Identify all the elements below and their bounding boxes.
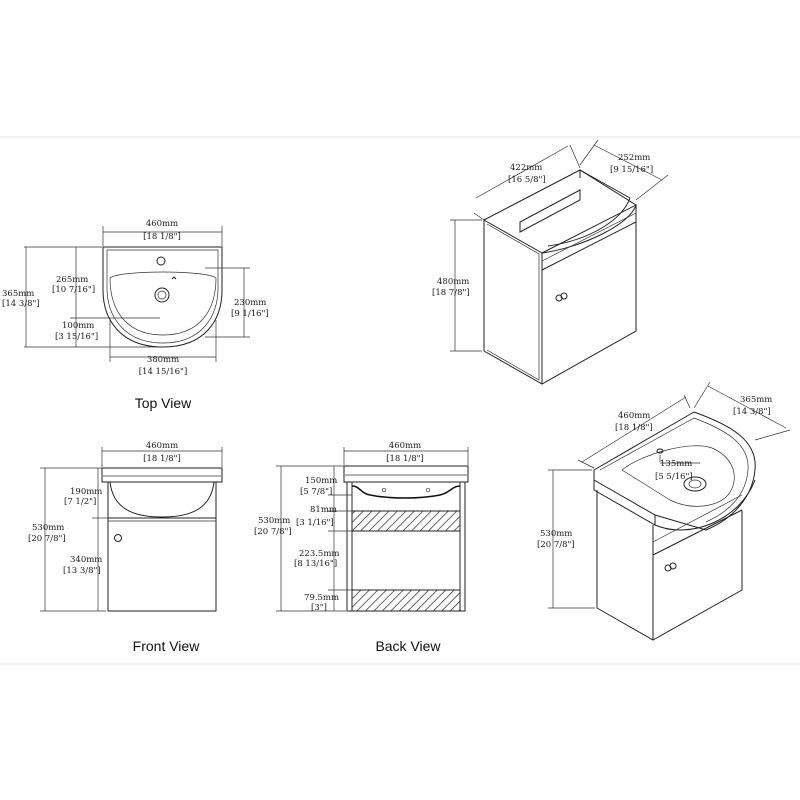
- top-front-in: [3 15/16"]: [55, 332, 98, 342]
- iso-full-height-mm: 530mm: [540, 529, 572, 539]
- back-left-panel: [346, 481, 353, 612]
- iso-full-hole-in: [5 5/16"]: [655, 472, 693, 482]
- iso-full-height-in: [20 7/8"]: [537, 540, 575, 550]
- back-top-mm: 150mm: [305, 476, 337, 486]
- iso-cabinet-front: [483, 219, 543, 385]
- back-rail-mm: 81mm: [310, 505, 337, 515]
- front-view-cabinet: [107, 481, 217, 612]
- top-view-caption: Top View: [135, 395, 192, 411]
- back-view: 460mm [18 1/8"] 530mm [20 7/8"] 150mm [5…: [254, 441, 469, 654]
- back-right-panel: [459, 481, 466, 612]
- front-door-knob-icon: [114, 534, 122, 542]
- front-cabinet-mm: 340mm: [70, 555, 102, 565]
- top-view: 460mm [18 1/8"] 365mm [14 3/8"] 265mm [1…: [2, 219, 269, 411]
- iso-cabinet-height-in: [18 7/8"]: [432, 288, 470, 298]
- iso-full-cabinet-side: [652, 510, 743, 641]
- back-width-mm: 460mm: [389, 441, 421, 451]
- iso-full-depth-in: [14 3/8"]: [733, 407, 771, 417]
- iso-cabinet-view: 422mm [16 5/8"] 252mm [9 15/16"] 480mm […: [432, 139, 669, 385]
- back-top-in: [5 7/8"]: [300, 487, 332, 497]
- top-bowl-width-in: [14 15/16"]: [139, 367, 188, 377]
- top-width-mm: 460mm: [146, 219, 178, 229]
- top-front-mm: 100mm: [62, 321, 94, 331]
- top-bowl-depth-in: [9 1/16"]: [231, 309, 269, 319]
- top-bowl-depth-mm: 230mm: [234, 298, 266, 308]
- front-height-in: [20 7/8"]: [28, 534, 66, 544]
- back-view-caption: Back View: [375, 638, 441, 654]
- top-bowl-width-mm: 380mm: [147, 355, 179, 365]
- iso-drain-icon: [683, 476, 707, 492]
- iso-full-hole-mm: 135mm: [660, 459, 692, 469]
- back-upper-rail: [351, 510, 461, 532]
- iso-cabinet-side: [541, 204, 637, 385]
- back-height-in: [20 7/8"]: [254, 527, 292, 537]
- iso-full-cabinet-front: [596, 490, 654, 641]
- iso-cabinet-depth-in: [9 15/16"]: [610, 165, 653, 175]
- back-basin-profile: [351, 485, 461, 499]
- top-depth-mm: 365mm: [2, 289, 34, 299]
- iso-faucet-hole-icon: [656, 448, 664, 454]
- faucet-hole-icon: [156, 256, 166, 266]
- iso-cabinet-width-mm: 422mm: [510, 163, 542, 173]
- iso-cabinet-depth-mm: 252mm: [618, 153, 650, 163]
- back-gap-in: [8 13/16"]: [294, 559, 337, 569]
- front-top-in: [7 1/2"]: [64, 497, 96, 507]
- iso-full-depth-mm: 365mm: [740, 395, 772, 405]
- top-view-basin-outline: [102, 246, 223, 348]
- top-bowl-length-mm: 265mm: [56, 275, 88, 285]
- back-bottom-mm: 79.5mm: [304, 593, 339, 603]
- back-width-in: [18 1/8"]: [386, 454, 424, 464]
- top-width-in: [18 1/8"]: [143, 232, 181, 242]
- front-view: 460mm [18 1/8"] 530mm [20 7/8"] 190mm [7…: [28, 441, 223, 654]
- iso-full-width-mm: 460mm: [618, 411, 650, 421]
- back-bottom-in: [3"]: [311, 603, 327, 613]
- back-gap-mm: 223.5mm: [299, 549, 339, 559]
- top-depth-in: [14 3/8"]: [2, 299, 40, 309]
- top-bowl-length-in: [10 7/16"]: [52, 285, 95, 295]
- back-lower-rail: [351, 589, 461, 612]
- back-height-mm: 530mm: [258, 516, 290, 526]
- iso-cabinet-width-in: [16 5/8"]: [508, 175, 546, 185]
- iso-full-width-in: [18 1/8"]: [615, 423, 653, 433]
- front-top-mm: 190mm: [70, 487, 102, 497]
- front-width-in: [18 1/8"]: [143, 454, 181, 464]
- front-width-mm: 460mm: [146, 441, 178, 451]
- front-view-bowl: [109, 481, 215, 518]
- iso-basin-top: [593, 411, 756, 531]
- front-view-caption: Front View: [133, 638, 201, 654]
- drain-icon: [154, 287, 170, 303]
- iso-full-view: 460mm [18 1/8"] 365mm [14 3/8"] 135mm [5…: [537, 381, 791, 641]
- front-height-mm: 530mm: [32, 523, 64, 533]
- back-rail-in: [3 1/16"]: [296, 518, 334, 528]
- front-cabinet-in: [13 3/8"]: [63, 566, 101, 576]
- iso-cabinet-height-mm: 480mm: [437, 277, 469, 287]
